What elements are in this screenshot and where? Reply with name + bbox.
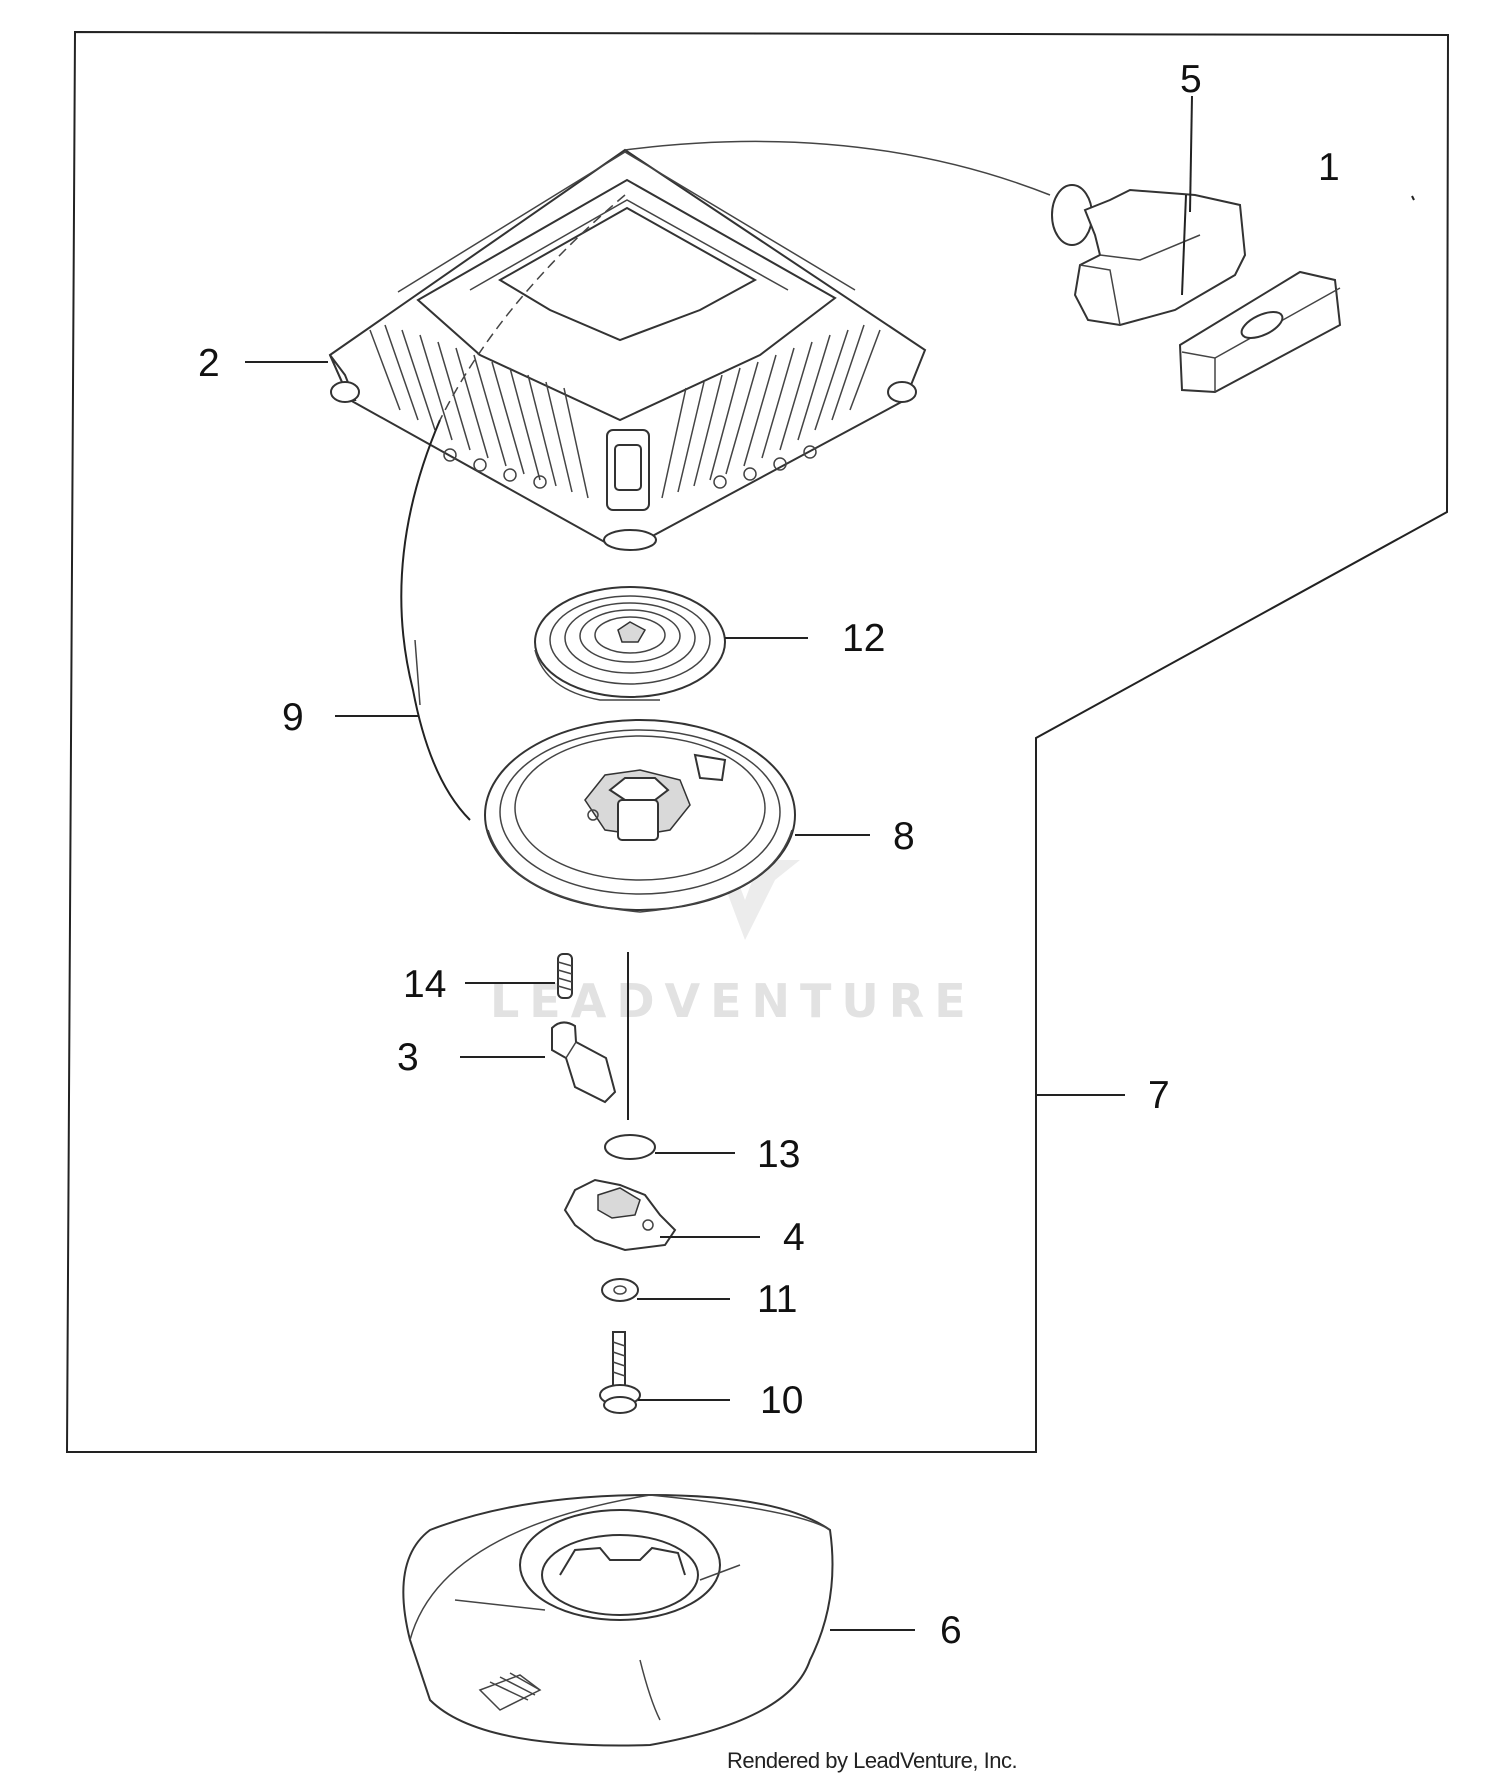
callout-1: 1: [1318, 146, 1340, 189]
starter-pulley: [484, 719, 796, 913]
callout-13: 13: [757, 1133, 800, 1176]
kit-boundary: [65, 30, 1450, 1453]
callout-9: 9: [282, 696, 304, 739]
callout-3: 3: [397, 1036, 419, 1079]
callout-8: 8: [893, 815, 915, 858]
callout-2: 2: [198, 342, 220, 385]
render-credit: Rendered by LeadVenture, Inc.: [727, 1748, 1017, 1773]
callout-11: 11: [757, 1278, 798, 1321]
starter-rope-dash: [439, 194, 626, 421]
small-washer: [601, 1278, 639, 1302]
handle-insert: [1178, 270, 1342, 394]
washer: [604, 1134, 656, 1160]
ratchet-spring: [557, 953, 573, 999]
fan-cover: [402, 1493, 834, 1747]
callout-7: 7: [1148, 1074, 1170, 1117]
starter-rope-upper: [624, 140, 1051, 196]
callout-14: 14: [403, 963, 446, 1006]
callout-4: 4: [783, 1216, 805, 1259]
screw: [599, 1331, 641, 1414]
callout-5: 5: [1180, 58, 1202, 101]
ratchet-pawl: [551, 1021, 617, 1104]
recoil-spring: [534, 586, 726, 701]
starter-housing: [328, 148, 927, 551]
callout-10: 10: [760, 1379, 803, 1422]
leader-lines: [245, 95, 1415, 1631]
ratchet-guide: [563, 1178, 677, 1252]
starter-handle: [1051, 184, 1247, 327]
starter-rope-end: [414, 639, 421, 706]
callout-12: 12: [842, 617, 885, 660]
starter-rope: [400, 419, 471, 821]
callout-6: 6: [940, 1609, 962, 1652]
